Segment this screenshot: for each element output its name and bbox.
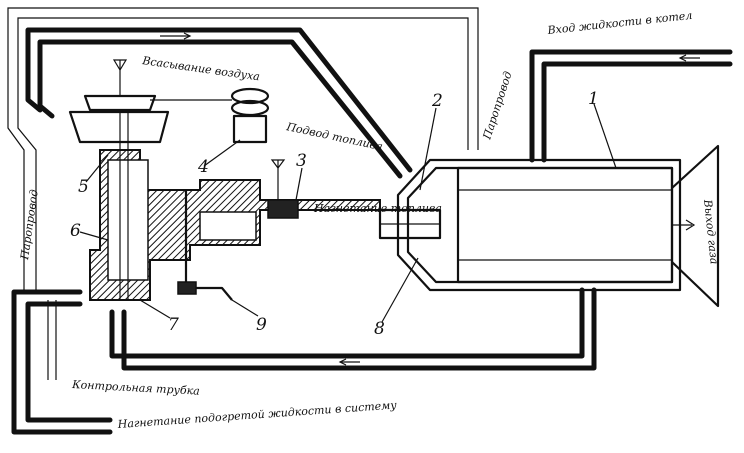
- return-pipe: [109, 287, 597, 371]
- label-steam-line-top: Паропровод: [480, 70, 514, 142]
- label-heated-liquid-out: Нагнетание подогретой жидкости в систему: [116, 398, 397, 431]
- callout-6: 6: [70, 221, 81, 241]
- label-fuel-injection: Нагнетание топлива: [313, 202, 442, 215]
- pump-housing: [89, 149, 381, 301]
- outlet-pipes: [11, 289, 113, 435]
- liquid-inlet-pipe: [529, 49, 733, 163]
- air-intake-pipe: [25, 27, 413, 179]
- label-steam-line-left: Паропровод: [18, 189, 41, 262]
- fuel-pump-pulley: [150, 87, 270, 144]
- callout-7: 7: [168, 315, 179, 335]
- callout-4: 4: [197, 157, 209, 177]
- label-control-tube: Контрольная трубка: [71, 378, 200, 398]
- fuel-valve: [177, 159, 299, 301]
- burner-nozzle: [378, 208, 442, 240]
- label-liquid-inlet: Вход жидкости в котел: [546, 9, 693, 37]
- boiler-body: [396, 144, 720, 308]
- label-air-intake: Всасывание воздуха: [141, 54, 261, 83]
- label-fuel-supply: Подвод топлива: [284, 120, 383, 153]
- label-gas-outlet: Выход газа: [701, 198, 721, 265]
- callout-9: 9: [256, 315, 267, 335]
- callout-5: 5: [78, 177, 89, 197]
- air-intake-cup: [68, 59, 170, 300]
- callout-2: 2: [431, 91, 443, 111]
- steam-line: [7, 7, 479, 292]
- callout-1: 1: [588, 89, 599, 109]
- callout-3: 3: [296, 151, 307, 171]
- callout-leaders: [79, 103, 617, 323]
- callout-8: 8: [374, 319, 385, 339]
